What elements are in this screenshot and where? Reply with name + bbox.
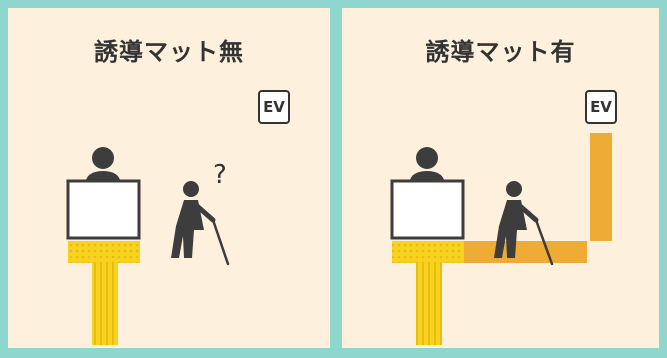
scene-with-mat xyxy=(390,133,612,345)
panel-with-guide-mat: 誘導マット有 EV xyxy=(342,8,659,348)
panel-title: 誘導マット無 xyxy=(94,38,244,66)
reception-desk-icon xyxy=(66,179,141,240)
elevator-sign-icon: EV xyxy=(258,90,290,124)
tactile-paving-icon xyxy=(68,241,140,263)
elderly-cane-icon xyxy=(171,181,230,266)
guide-mat xyxy=(462,133,612,263)
question-mark: ? xyxy=(213,160,227,190)
elderly-cane-icon xyxy=(494,181,554,266)
tactile-guidance-strip xyxy=(92,263,118,345)
tactile-guidance-strip xyxy=(416,263,442,345)
scene-without-mat xyxy=(66,147,230,345)
panel-title: 誘導マット有 xyxy=(425,38,576,66)
tactile-paving-icon xyxy=(392,241,464,263)
reception-desk-icon xyxy=(390,179,465,240)
elevator-sign-icon: EV xyxy=(585,90,617,124)
panel-without-guide-mat: 誘導マット無 EV ? xyxy=(8,8,330,348)
